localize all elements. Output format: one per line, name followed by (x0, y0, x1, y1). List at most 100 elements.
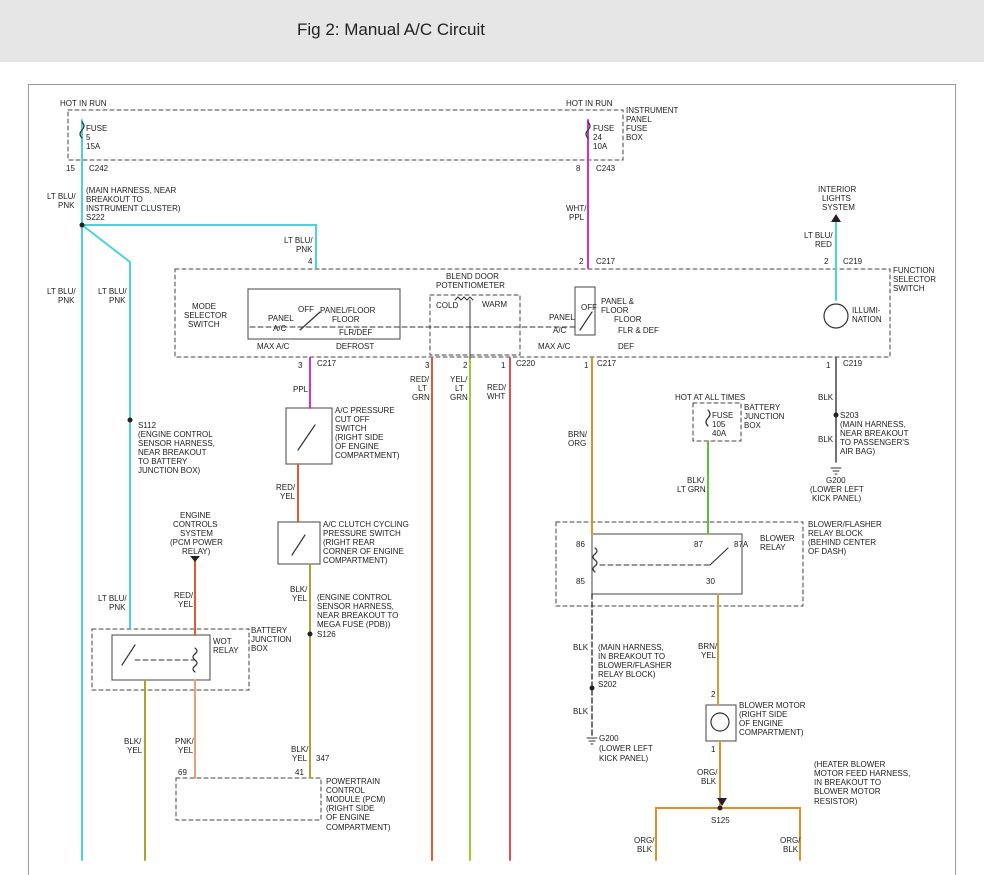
label: HOT IN RUN (566, 99, 613, 108)
label: RELAY (760, 543, 786, 552)
label: BLK (783, 845, 799, 854)
label: IN BREAKOUT TO (598, 652, 665, 661)
label: RED/ (174, 591, 194, 600)
label: POWERTRAIN (326, 777, 380, 786)
label: 15 (66, 164, 75, 173)
label: OFF (298, 305, 314, 314)
label: BLK (573, 643, 589, 652)
label: MAX A/C (257, 342, 290, 351)
label: FLR/DEF (339, 328, 372, 337)
label: LT BLU/ (284, 236, 313, 245)
label: TO PASSENGER'S (840, 438, 909, 447)
diagram-frame (28, 84, 956, 875)
label: S126 (317, 630, 336, 639)
label: C217 (597, 359, 617, 368)
label: NEAR BREAKOUT TO (317, 611, 398, 620)
ac-pressure-cutoff-switch (285, 407, 333, 465)
engine-controls-arrow (190, 556, 200, 562)
label: LT BLU/ (98, 594, 127, 603)
label: 1 (711, 745, 716, 754)
label: KICK PANEL) (812, 494, 862, 503)
label: 8 (576, 164, 581, 173)
label: OF ENGINE (326, 813, 370, 822)
label: C217 (317, 359, 337, 368)
label: 1 (584, 361, 589, 370)
label: FLOOR (601, 306, 629, 315)
label: 15A (86, 142, 101, 151)
label: A/C (553, 326, 567, 335)
label: PNK (58, 201, 75, 210)
label: 2 (579, 257, 584, 266)
label: ILLUMI- (852, 306, 881, 315)
label: POTENTIOMETER (436, 281, 505, 290)
label: 69 (178, 768, 187, 777)
wot-relay-box (111, 634, 211, 681)
label: BATTERY (744, 403, 781, 412)
label: SELECTOR (893, 275, 936, 284)
label: 1 (501, 361, 506, 370)
wire-lt-blu-pnk-s222-c217 (81, 224, 317, 269)
label: C219 (843, 257, 863, 266)
label: BLK/ (291, 745, 309, 754)
label: MAX A/C (538, 342, 571, 351)
label: RELAY BLOCK (808, 529, 864, 538)
label: FLOOR (614, 315, 642, 324)
label: LT BLU/ (804, 231, 833, 240)
label: LT GRN (677, 485, 706, 494)
label: COMPARTMENT) (739, 728, 804, 737)
label: RELAY (213, 646, 239, 655)
ac-clutch-cycling-switch (277, 521, 321, 565)
label: BLK (818, 393, 834, 402)
label: (ENGINE CONTROL (138, 430, 213, 439)
label: C243 (596, 164, 616, 173)
label: PANEL & (601, 297, 635, 306)
label: COMPARTMENT) (326, 823, 391, 832)
label: C220 (516, 359, 536, 368)
label: G200 (826, 476, 846, 485)
label: HOT AT ALL TIMES (675, 393, 745, 402)
label: 85 (576, 577, 585, 586)
label: CORNER OF ENGINE (323, 547, 404, 556)
pcm-box (175, 777, 322, 821)
label: COLD (436, 301, 458, 310)
label: 10A (593, 142, 608, 151)
label: CUT OFF (335, 415, 370, 424)
label: (LOWER LEFT (810, 485, 864, 494)
figure-title: Fig 2: Manual A/C Circuit (297, 20, 486, 39)
label: BRN/ (568, 430, 588, 439)
wire-lt-blu-pnk-s112 (81, 224, 131, 629)
label: OF ENGINE (739, 719, 783, 728)
battery-junction-box-upper (692, 402, 742, 442)
label: BOX (626, 133, 644, 142)
label: LT BLU/ (98, 287, 127, 296)
label: WARM (482, 300, 507, 309)
label: BLK (573, 707, 589, 716)
label: YEL (292, 754, 308, 763)
label: COMPARTMENT) (323, 556, 388, 565)
label: LT (418, 384, 427, 393)
label: PANEL/FLOOR (320, 306, 376, 315)
label: 2 (711, 690, 716, 699)
label: 87 (694, 540, 703, 549)
label: PANEL (626, 115, 652, 124)
label: YEL/ (450, 375, 468, 384)
label: A/C PRESSURE (335, 406, 395, 415)
label: RED (815, 240, 832, 249)
label: PNK (296, 245, 313, 254)
label: BOX (744, 421, 762, 430)
label: A/C CLUTCH CYCLING (323, 520, 409, 529)
label: MEGA FUSE (PDB)) (317, 620, 391, 629)
label: NATION (852, 315, 882, 324)
label: SYSTEM (822, 203, 855, 212)
label: FUNCTION (893, 266, 935, 275)
label: BOX (251, 644, 269, 653)
label: (RIGHT SIDE (335, 433, 383, 442)
label: 105 (712, 420, 726, 429)
label: 30 (706, 577, 715, 586)
label: BLK (701, 777, 717, 786)
label: YEL (127, 746, 143, 755)
label: SENSOR HARNESS, (138, 439, 215, 448)
label: WHT (487, 392, 505, 401)
label: ORG/ (634, 836, 655, 845)
label: ORG/ (780, 836, 801, 845)
